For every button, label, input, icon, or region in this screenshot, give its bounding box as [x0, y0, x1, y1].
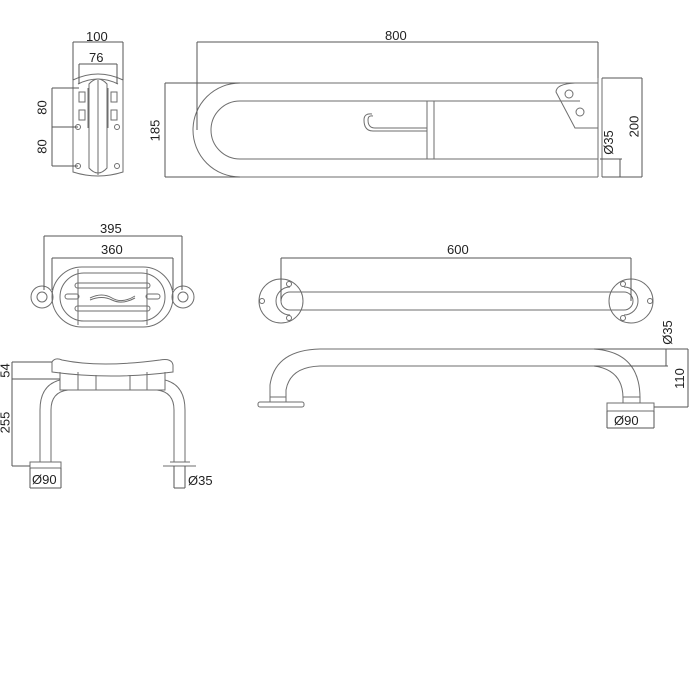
dim-label-straight-tube-diameter: Ø35 — [659, 320, 675, 345]
dim-label-folding-plate-height: 200 — [626, 115, 642, 138]
dim-label-seat-height: 255 — [0, 411, 13, 434]
dimension-lines — [594, 348, 689, 429]
folding-bar-end-view — [51, 41, 124, 177]
dim-label-seat-flange-diameter: Ø90 — [32, 472, 57, 487]
dim-label-straight-length: 600 — [447, 242, 469, 257]
dim-label-folding-height: 185 — [147, 119, 163, 142]
dim-label-folding-length: 800 — [385, 28, 407, 43]
dim-label-end-outer-width: 100 — [86, 29, 108, 44]
dim-label-seat-outer-width: 395 — [100, 221, 122, 236]
dimension-lines — [280, 257, 632, 301]
straight-bar-side-view — [257, 348, 689, 429]
dimension-lines — [164, 41, 643, 178]
dim-label-seat-tube-diameter: Ø35 — [188, 473, 213, 488]
shower-seat-front-view — [11, 358, 196, 489]
dimension-lines — [11, 361, 186, 489]
dimension-lines — [51, 41, 124, 167]
dim-label-straight-projection: 110 — [671, 368, 687, 389]
dim-label-end-lower-spacing: 80 — [34, 139, 50, 154]
dim-label-seat-inner-width: 360 — [101, 242, 123, 257]
shower-seat-top-view — [30, 235, 195, 328]
folding-bar-top-view — [164, 41, 643, 178]
dimension-lines — [43, 235, 183, 290]
straight-bar-top-view — [258, 257, 654, 324]
dim-label-folding-tube-diameter: Ø35 — [600, 130, 616, 155]
dim-label-end-inner-width: 76 — [89, 50, 104, 65]
dim-label-seat-thickness: 54 — [0, 363, 13, 378]
dim-label-straight-flange-diameter: Ø90 — [614, 413, 639, 428]
dim-label-end-upper-spacing: 80 — [34, 100, 50, 115]
